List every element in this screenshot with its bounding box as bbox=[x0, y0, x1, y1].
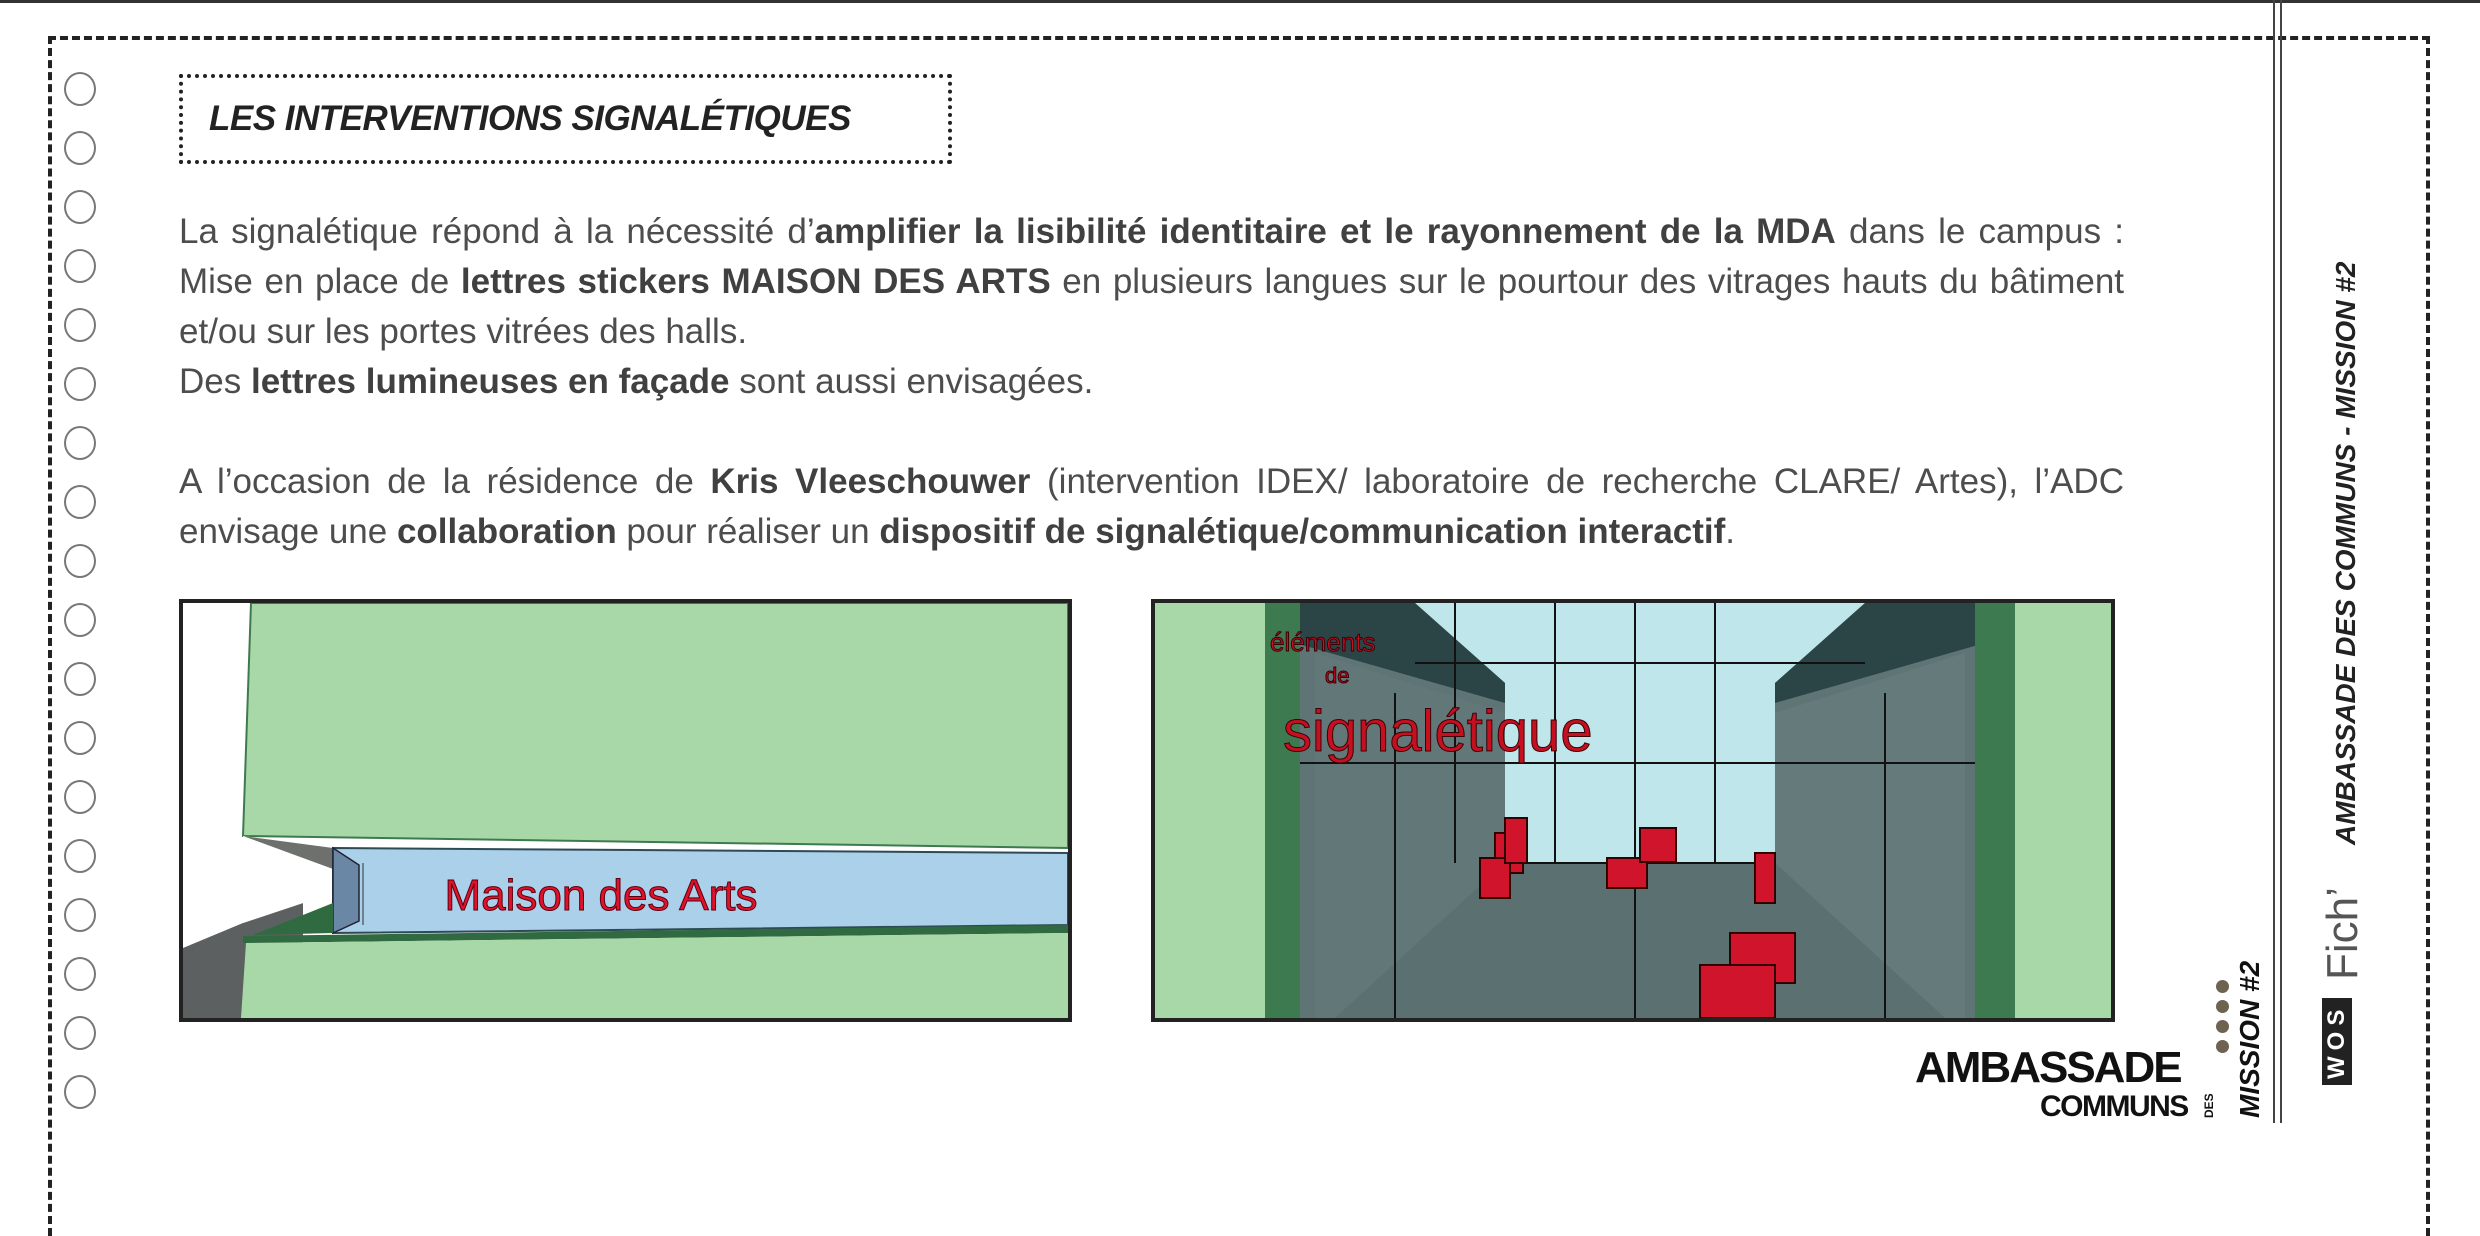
overlay-de-word: de bbox=[1325, 663, 1349, 688]
emphasis-text: lettres stickers MAISON DES ARTS bbox=[460, 262, 1051, 301]
logo-ambassade: AMBASSADE bbox=[1915, 1043, 2183, 1092]
margin-rule bbox=[2273, 0, 2275, 1123]
wos-logo: WOS bbox=[2322, 997, 2352, 1085]
body-text: pour réaliser un bbox=[616, 512, 880, 551]
binder-ring-hole bbox=[64, 721, 96, 755]
binder-ring-hole bbox=[64, 308, 96, 342]
binder-ring-hole bbox=[64, 367, 96, 401]
top-rule bbox=[0, 0, 2480, 3]
body-text: La signalétique répond à la nécessité d’ bbox=[179, 212, 815, 251]
logo-des: DES bbox=[2202, 1093, 2216, 1118]
overlay-elements-word: éléments bbox=[1270, 627, 1376, 657]
body-text: dans le campus : Mise en place de bbox=[179, 212, 2124, 301]
body-text: sont aussi envisagées. bbox=[729, 362, 1094, 401]
binder-ring-hole bbox=[64, 1075, 96, 1109]
margin-rule bbox=[2280, 0, 2282, 1123]
emphasis-text: collaboration bbox=[396, 512, 617, 551]
body-text: (intervention IDEX/ laboratoire de reche… bbox=[179, 462, 2124, 551]
binder-ring-hole bbox=[64, 1016, 96, 1050]
maison-des-arts-sign: Maison des Arts bbox=[444, 871, 757, 920]
intro-paragraph: La signalétique répond à la nécessité d’… bbox=[179, 207, 2124, 407]
binder-ring-hole bbox=[64, 839, 96, 873]
body-text: A l’occasion de la résidence de bbox=[179, 462, 711, 501]
sidebar-fich: Fich’ bbox=[2318, 887, 2367, 980]
binder-ring-hole bbox=[64, 957, 96, 991]
logo-communs: COMMUNS bbox=[2040, 1090, 2189, 1123]
logo-mission: MISSION #2 bbox=[2234, 960, 2265, 1118]
logo-dot bbox=[2216, 980, 2229, 993]
binder-ring-hole bbox=[64, 780, 96, 814]
corridor-signage-illustration: éléments de signalétique bbox=[1151, 599, 2115, 1022]
logo-dot bbox=[2216, 1000, 2229, 1013]
section-title: LES INTERVENTIONS SIGNALÉTIQUES bbox=[209, 99, 851, 138]
binder-ring-hole bbox=[64, 898, 96, 932]
binder-ring-hole bbox=[64, 662, 96, 696]
body-text: en plusieurs langues sur le pourtour des… bbox=[179, 262, 2125, 351]
body-text: . bbox=[1725, 512, 1736, 551]
binder-ring-hole bbox=[64, 131, 96, 165]
body-text: Des bbox=[179, 362, 251, 401]
emphasis-text: dispositif de signalétique/communication… bbox=[879, 512, 1726, 551]
emphasis-text: amplifier la lisibilité identitaire et l… bbox=[814, 212, 1836, 251]
binder-ring-hole bbox=[64, 190, 96, 224]
paragraph-collaboration: A l’occasion de la résidence de Kris Vle… bbox=[179, 462, 2124, 551]
residency-paragraph: A l’occasion de la résidence de Kris Vle… bbox=[179, 457, 2124, 557]
binder-ring-hole bbox=[64, 485, 96, 519]
binder-ring-hole bbox=[64, 426, 96, 460]
logo-dot bbox=[2216, 1040, 2229, 1053]
emphasis-text: lettres lumineuses en façade bbox=[250, 362, 730, 401]
emphasis-text: Kris Vleeschouwer bbox=[710, 462, 1031, 501]
paragraph-signage: La signalétique répond à la nécessité d’… bbox=[179, 212, 2124, 351]
paragraph-illuminated-letters: Des lettres lumineuses en façade sont au… bbox=[179, 362, 1093, 401]
logo-dot bbox=[2216, 1020, 2229, 1033]
binder-ring-hole bbox=[64, 249, 96, 283]
section-title-box: LES INTERVENTIONS SIGNALÉTIQUES bbox=[179, 74, 952, 164]
page-cut-border bbox=[48, 36, 2430, 1236]
facade-sign-illustration: Maison des Arts bbox=[179, 599, 1072, 1022]
sidebar-heading: AMBASSADE DES COMMUNS - MISSION #2 bbox=[2330, 261, 2361, 845]
binder-ring-hole bbox=[64, 544, 96, 578]
overlay-signaletique-word: signalétique bbox=[1283, 699, 1593, 764]
binder-ring-hole bbox=[64, 72, 96, 106]
binder-ring-hole bbox=[64, 603, 96, 637]
